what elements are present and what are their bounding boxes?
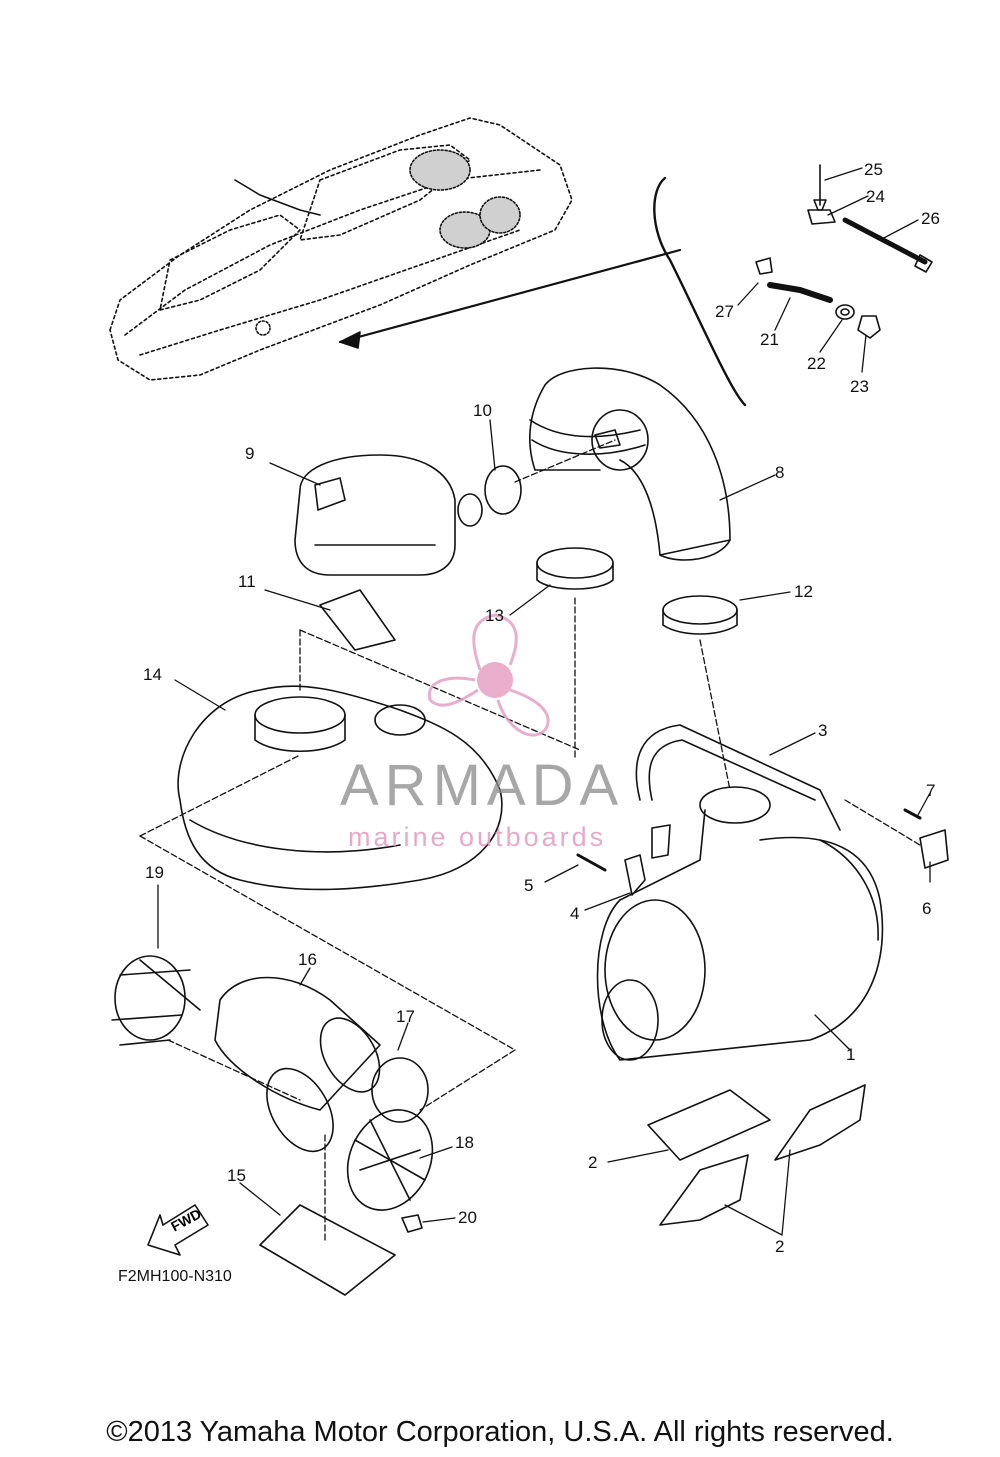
- callout-14: 14: [143, 665, 162, 684]
- part-18-grate: [346, 1109, 434, 1211]
- part-1-muffler: [596, 786, 884, 1061]
- callout-12: 12: [794, 582, 813, 601]
- callout-23: 23: [850, 377, 869, 396]
- watermark-brand: ARMADA: [340, 753, 625, 818]
- callout-21: 21: [760, 330, 779, 349]
- part-8-elbow-hose: [529, 367, 731, 561]
- part-7-screw: [903, 808, 922, 820]
- exploded-parts-diagram: [109, 117, 949, 1296]
- fastener-parts: [755, 164, 933, 339]
- callout-24: 24: [866, 187, 885, 206]
- part-11-pad: [319, 589, 396, 651]
- callout-13: 13: [485, 606, 504, 625]
- part-2-pads: [647, 1084, 866, 1226]
- part-10-clamp: [484, 465, 522, 515]
- part-15-sheet: [259, 1204, 396, 1296]
- callout-16: 16: [298, 950, 317, 969]
- part-14-tank: [177, 685, 503, 891]
- callout-6: 6: [922, 899, 932, 918]
- part-5-rivet: [576, 853, 607, 872]
- part-6-bracket: [919, 829, 949, 869]
- callout-17: 17: [396, 1007, 415, 1026]
- watercraft-illustration: [109, 117, 573, 381]
- callout-11: 11: [238, 572, 256, 591]
- callout-7: 7: [926, 781, 936, 800]
- callout-5: 5: [524, 876, 534, 895]
- part-12-clamp: [662, 595, 738, 625]
- callout-2: 2: [588, 1153, 598, 1172]
- callout-26: 26: [921, 209, 940, 228]
- part-4-bracket: [624, 854, 646, 896]
- part-3-strap: [635, 724, 841, 859]
- callout-8: 8: [775, 463, 785, 482]
- callout-15: 15: [227, 1166, 246, 1185]
- part-19-flange: [111, 955, 201, 1046]
- callout-9: 9: [245, 444, 255, 463]
- watermark-tagline: marine outboards: [348, 822, 607, 852]
- part-16-duct: [214, 976, 381, 1153]
- callout-1: 1: [846, 1045, 856, 1064]
- part-13-clamp: [536, 547, 614, 579]
- figure-code: F2MH100-N310: [118, 1268, 232, 1285]
- part-20-nut: [401, 1214, 423, 1233]
- part-17-clamp: [371, 1057, 429, 1123]
- callout-19: 19: [145, 863, 164, 882]
- callout-2b: 2: [775, 1237, 785, 1256]
- callout-25: 25: [864, 160, 883, 179]
- callout-10: 10: [473, 401, 492, 420]
- watermark-propeller-icon: [427, 613, 550, 737]
- part-9-intake-box: [294, 454, 483, 576]
- callout-27: 27: [715, 302, 734, 321]
- callout-20: 20: [458, 1208, 477, 1227]
- callout-4: 4: [570, 904, 580, 923]
- callout-3: 3: [818, 721, 828, 740]
- callout-18: 18: [455, 1133, 474, 1152]
- copyright-notice: ©2013 Yamaha Motor Corporation, U.S.A. A…: [106, 1416, 894, 1448]
- callout-22: 22: [807, 354, 826, 373]
- fwd-arrow-icon: [147, 1204, 209, 1256]
